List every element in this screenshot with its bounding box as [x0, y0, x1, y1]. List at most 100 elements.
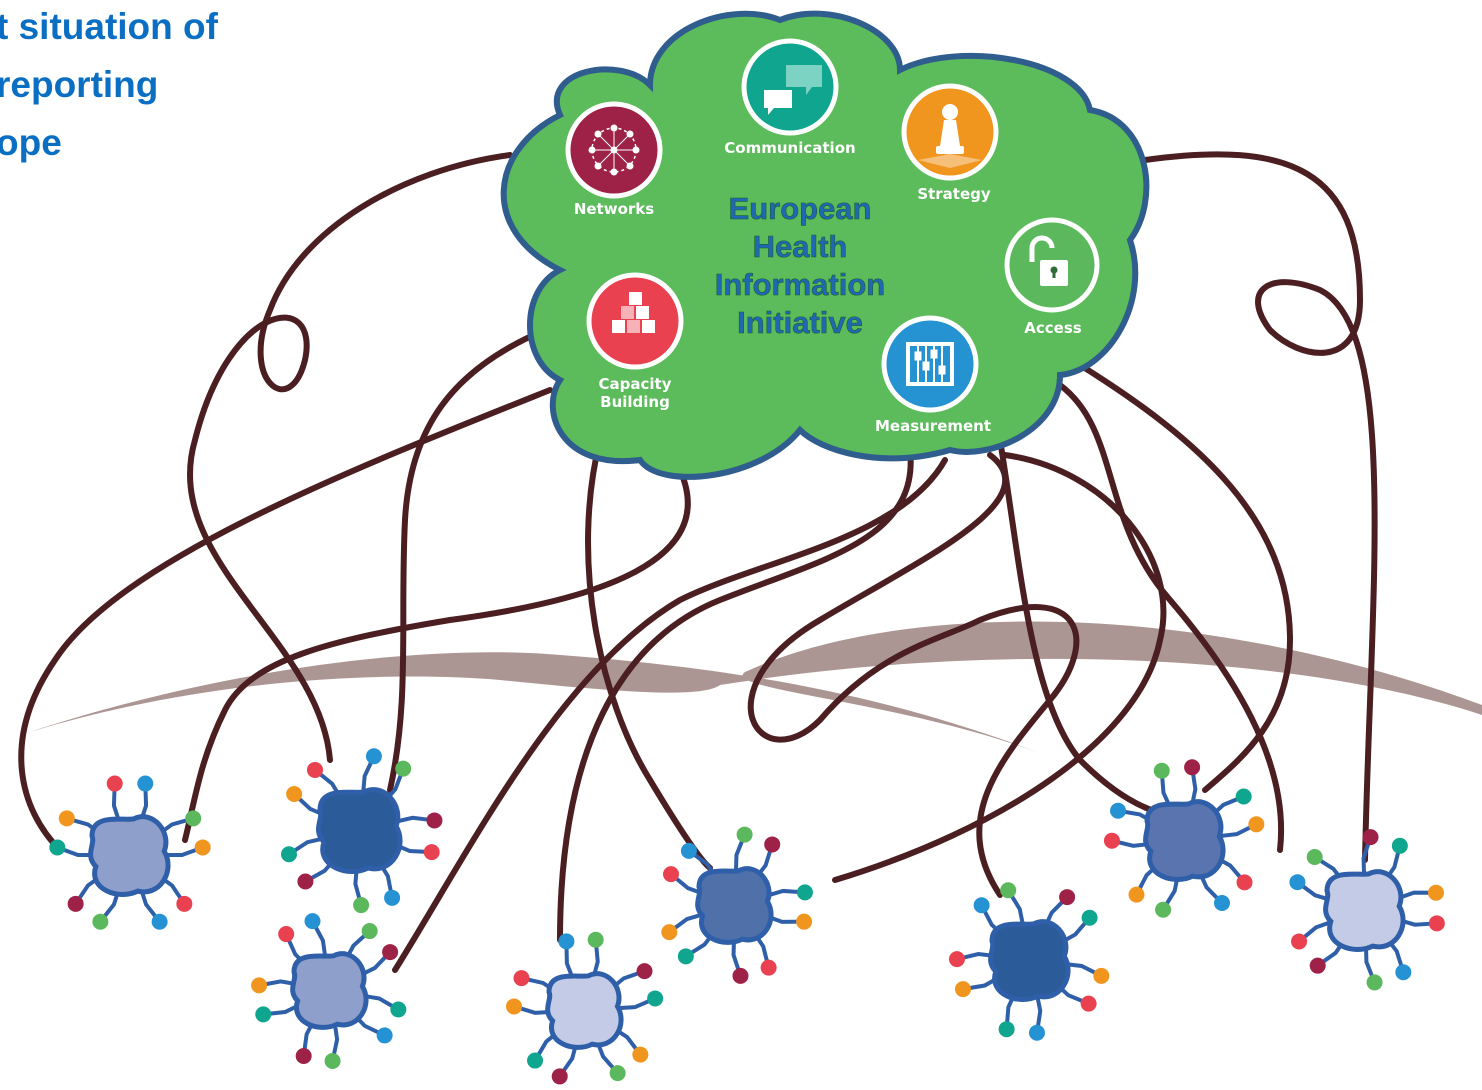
- node-dot: [297, 873, 314, 890]
- country-nodes: [49, 748, 1445, 1085]
- measurement-item: Measurement: [875, 315, 991, 435]
- node-dot: [764, 836, 781, 853]
- node-dot: [1391, 837, 1408, 854]
- node-dot: [1235, 788, 1252, 805]
- cable: [832, 452, 1167, 883]
- node-dot: [426, 812, 443, 829]
- node-dot: [760, 959, 777, 976]
- node-dot: [1395, 964, 1412, 981]
- node-dot: [185, 810, 202, 827]
- country-node: [280, 748, 443, 914]
- node-dot: [1028, 1024, 1045, 1041]
- node-dot: [796, 913, 813, 930]
- node-dot: [49, 839, 66, 856]
- cable: [392, 457, 948, 973]
- node-dot: [954, 981, 971, 998]
- node-dot: [92, 913, 109, 930]
- speech-bubbles-icon: [764, 65, 822, 115]
- node-dot: [662, 866, 679, 883]
- chess-pawn-icon: [918, 104, 982, 168]
- node-dot: [677, 948, 694, 965]
- node-dot: [1081, 909, 1098, 926]
- node-dot: [1213, 895, 1230, 912]
- country-node: [506, 931, 664, 1085]
- node-dot: [1110, 802, 1127, 819]
- access-label: Access: [1024, 319, 1081, 337]
- title-line-2: reporting: [0, 64, 159, 105]
- node-dot: [194, 839, 211, 856]
- node-dot: [1153, 762, 1170, 779]
- cable: [1057, 382, 1285, 853]
- node-dot: [587, 931, 604, 948]
- country-node: [1289, 829, 1445, 991]
- node-dot: [1059, 889, 1076, 906]
- node-dot: [353, 897, 370, 914]
- node-dot: [513, 970, 530, 987]
- node-dot: [382, 944, 399, 961]
- node-dot: [384, 889, 401, 906]
- node-dot: [58, 810, 75, 827]
- cable: [182, 467, 691, 843]
- node-dot: [361, 923, 378, 940]
- country-node: [1103, 759, 1265, 918]
- cable: [1077, 362, 1294, 793]
- strategy-label: Strategy: [917, 185, 991, 203]
- center-line-2: Health: [753, 229, 848, 264]
- node-dot: [680, 842, 697, 859]
- cable: [557, 447, 914, 943]
- cable: [387, 327, 548, 793]
- networks-label: Networks: [574, 200, 654, 218]
- node-dot: [1428, 915, 1445, 932]
- access-item: Access: [1004, 217, 1100, 337]
- node-dot: [306, 761, 323, 778]
- terrain-band: [30, 621, 1482, 755]
- center-line-1: European: [729, 191, 872, 226]
- communication-label: Communication: [724, 139, 855, 157]
- country-node: [661, 826, 813, 984]
- node-dot: [278, 926, 295, 943]
- slide-title: t situation of reporting ope: [0, 0, 218, 172]
- node-dot: [506, 998, 523, 1015]
- node-body: [988, 919, 1071, 1002]
- node-dot: [395, 760, 412, 777]
- node-body: [88, 814, 171, 897]
- node-dot: [251, 977, 268, 994]
- node-dot: [390, 1001, 407, 1018]
- network-icon: [588, 124, 640, 176]
- title-line-1: t situation of: [0, 6, 218, 47]
- node-dot: [1306, 849, 1323, 866]
- measurement-badge: [881, 315, 979, 413]
- center-line-4: Initiative: [737, 305, 863, 340]
- node-dot: [295, 1048, 312, 1065]
- node-dot: [1291, 933, 1308, 950]
- node-dot: [948, 951, 965, 968]
- node-dot: [973, 897, 990, 914]
- node-dot: [527, 1052, 544, 1069]
- node-dot: [1000, 882, 1017, 899]
- node-dot: [609, 1065, 626, 1082]
- node-dot: [1155, 901, 1172, 918]
- country-node: [948, 882, 1110, 1041]
- node-dot: [551, 1068, 568, 1085]
- node-dot: [137, 775, 154, 792]
- node-dot: [647, 990, 664, 1007]
- node-dot: [1236, 874, 1253, 891]
- country-node: [251, 913, 407, 1070]
- cable: [747, 452, 1080, 898]
- cable: [187, 152, 513, 763]
- capacity-building-item: Capacity Building: [586, 272, 684, 411]
- title-line-3: ope: [0, 122, 62, 163]
- node-dot: [661, 924, 678, 941]
- node-dot: [1080, 995, 1097, 1012]
- node-dot: [423, 844, 440, 861]
- node-dot: [286, 785, 303, 802]
- node-dot: [796, 884, 813, 901]
- node-dot: [732, 967, 749, 984]
- abacus-icon: [906, 342, 954, 386]
- node-dot: [632, 1046, 649, 1063]
- node-body: [316, 787, 403, 874]
- capacity-label-line-2: Building: [600, 393, 670, 411]
- node-dot: [1289, 874, 1306, 891]
- node-dot: [998, 1021, 1015, 1038]
